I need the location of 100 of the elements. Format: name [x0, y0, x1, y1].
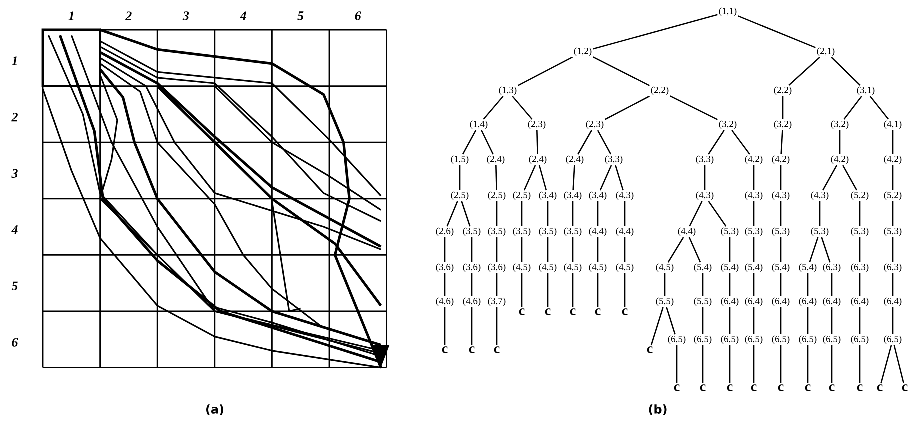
tree-edge [892, 274, 894, 296]
tree-node-label: (3,6) [463, 264, 481, 272]
tree-node-label: (6,5) [851, 336, 869, 344]
tree-edge [780, 238, 782, 262]
tree-edge [689, 201, 703, 227]
tree-edge [831, 308, 833, 334]
tree-edge [831, 57, 861, 86]
tree-edge [788, 57, 820, 86]
tree-edge [729, 346, 731, 384]
tree-edge [894, 345, 904, 384]
tree-edge [738, 16, 816, 48]
column-number: 1 [68, 12, 74, 20]
tree-node-label: (6,4) [823, 298, 841, 306]
tree-edge [593, 14, 718, 50]
tree-edge [538, 165, 548, 191]
leaf-label: c [519, 308, 525, 316]
tree-node-label: (6,5) [799, 336, 817, 344]
tree-node-label: (1,3) [499, 86, 517, 96]
tree-node-label: (4,5) [564, 264, 582, 272]
tree-edge [547, 238, 549, 262]
tree-edge [708, 201, 727, 227]
tree-edge [481, 130, 494, 155]
tree-node-label: (4,4) [678, 228, 696, 236]
column-number: 2 [126, 12, 132, 20]
tree-node-label: (6,5) [745, 336, 763, 344]
tree-edge [624, 238, 626, 262]
tree-edge [524, 165, 536, 191]
tree-edge [521, 274, 523, 308]
tree-node-label: (2,2) [774, 86, 792, 96]
tree-edge [496, 202, 498, 226]
tree-node-label: (3,5) [463, 228, 481, 236]
tree-edge [702, 274, 704, 296]
tree-edge [547, 202, 549, 226]
panel-label: (b) [649, 404, 667, 416]
tree-edge [732, 130, 750, 155]
row-number: 1 [12, 56, 17, 66]
tree-node-label: (6,3) [823, 264, 841, 272]
tree-edge [704, 166, 706, 190]
tree-edge [572, 202, 574, 226]
tree-edge [807, 308, 809, 334]
tree-edge [597, 130, 612, 155]
tree-edge [459, 166, 461, 190]
tree-node-label: (2,2) [651, 86, 669, 96]
leaf-label: c [778, 384, 784, 392]
tree-node-label: (3,4) [564, 192, 582, 200]
tree-edge [600, 165, 612, 191]
row-number: 3 [12, 169, 18, 178]
tree-node-label: (1,4) [470, 120, 488, 130]
tree-node-label: (3,4) [539, 192, 557, 200]
tree-node-label: (4,2) [772, 156, 790, 164]
tree-node-label: (2,5) [513, 192, 531, 200]
tree-node-label: (3,4) [589, 192, 607, 200]
tree-edge [753, 274, 755, 296]
tree-node-label: (6,5) [884, 336, 902, 344]
tree-edge [859, 308, 861, 334]
leaf-label: c [469, 346, 475, 354]
tree-node-label: (4,5) [539, 264, 557, 272]
leaf-label: c [727, 384, 733, 392]
tree-edge [807, 274, 809, 296]
tree-node-label: (1,1) [719, 8, 737, 16]
tree-node-label: (5,4) [721, 264, 739, 272]
tree-edge [597, 202, 599, 226]
tree-edge [605, 96, 650, 120]
tree-node-label: (6,4) [745, 298, 763, 306]
tree-edge [624, 202, 626, 226]
tree-node-label: (4,4) [589, 228, 607, 236]
tree-node-label: (4,2) [831, 156, 849, 164]
tree-edge [615, 165, 624, 191]
tree-node-label: (3,2) [719, 120, 737, 130]
tree-node-label: (6,3) [851, 264, 869, 272]
tree-edge [859, 274, 861, 296]
leaf-label: c [570, 308, 576, 316]
leaf-label: c [877, 384, 883, 392]
tree-node-label: (3,6) [488, 264, 506, 272]
tree-node-label: (5,3) [811, 228, 829, 236]
tree-edge [819, 202, 821, 226]
tree-edge [892, 130, 894, 154]
tree-node-label: (4,2) [884, 156, 902, 164]
tree-node-label: (5,5) [656, 298, 674, 306]
tree-edge [518, 56, 573, 86]
tree-node-label: (4,5) [589, 264, 607, 272]
tree-edge [842, 165, 858, 191]
tree-edge [496, 165, 498, 190]
tree-node-label: (2,4) [566, 156, 584, 164]
tree-node-label: (2,4) [487, 156, 505, 164]
tree-node-label: (4,2) [745, 156, 763, 164]
row-number: 4 [12, 226, 18, 234]
tree-node-label: (3,3) [605, 156, 623, 164]
row-number: 6 [12, 338, 18, 347]
tree-edge [859, 202, 861, 226]
tree-edge [624, 274, 626, 308]
tree-edge [471, 308, 473, 346]
leaf-label: c [622, 308, 628, 316]
tree-node-label: (4,3) [745, 192, 763, 200]
leaf-label: c [805, 384, 811, 392]
tree-edge [729, 238, 731, 262]
tree-edge [702, 308, 704, 334]
tree-edge [780, 166, 782, 190]
tree-edge [446, 201, 458, 227]
tree-node-label: (5,3) [721, 228, 739, 236]
